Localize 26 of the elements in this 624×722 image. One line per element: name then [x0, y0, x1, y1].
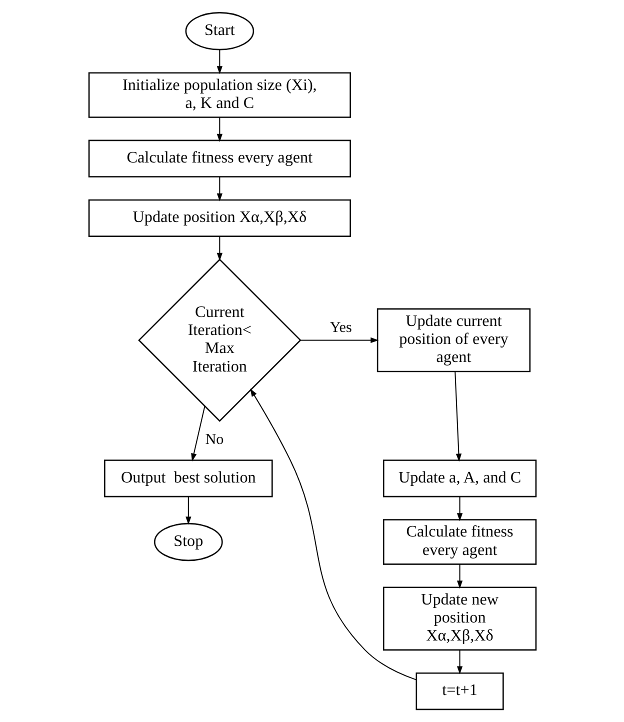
arrow — [185, 496, 191, 525]
node-box: Initialize population size (Xi), a, K and C — [88, 72, 350, 118]
arrow — [454, 372, 462, 462]
arrow — [456, 650, 462, 674]
arrow — [216, 236, 222, 261]
node-box: Calculate fitness every agent — [88, 140, 350, 178]
edge-label: Yes — [329, 320, 352, 336]
arrow — [190, 406, 205, 462]
edge-label: No — [204, 432, 224, 448]
arrow — [300, 337, 378, 344]
arrow — [456, 496, 462, 522]
node-ellipse: Start — [184, 12, 254, 50]
node-ellipse: Stop — [153, 522, 222, 562]
node-diamond: Current Iteration< Max Iteration — [138, 258, 301, 422]
arrow — [216, 118, 222, 142]
node-box: Update position Xα,Xβ,Xδ — [88, 199, 350, 237]
node-box: Output best solution — [104, 460, 272, 498]
arrow — [216, 50, 222, 74]
arrow — [216, 176, 222, 202]
node-box: Update a, A, and C — [382, 460, 536, 498]
node-box: t=t+1 — [415, 672, 504, 710]
arrow — [456, 564, 462, 589]
arrow — [250, 388, 416, 680]
node-box: Calculate fitness every agent — [382, 519, 536, 565]
node-box: Update current position of every agent — [376, 308, 530, 372]
node-box: Update new position Xα,Xβ,Xδ — [382, 586, 536, 651]
